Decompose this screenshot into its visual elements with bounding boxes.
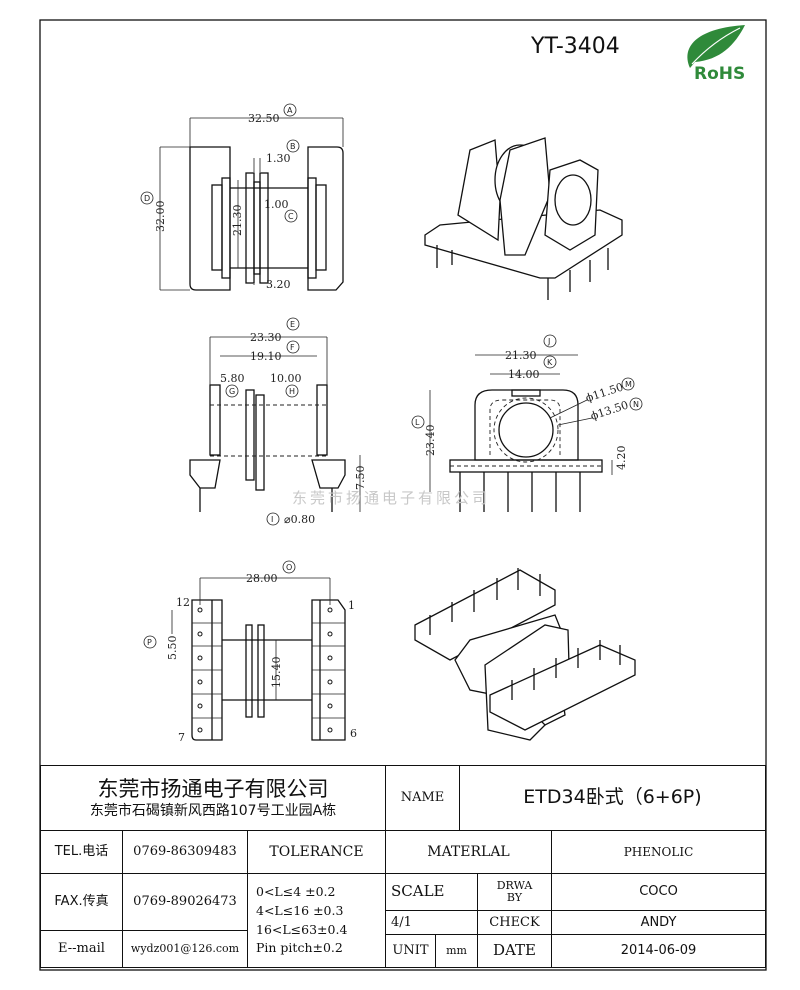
svg-text:1: 1 [348, 599, 355, 612]
material-value: PHENOLIC [551, 830, 766, 874]
svg-text:15.40: 15.40 [270, 657, 283, 689]
svg-text:32.00: 32.00 [154, 201, 167, 233]
material-label: MATERLAL [385, 830, 552, 874]
part-number: YT-3404 [531, 34, 620, 59]
tel-value: 0769-86309483 [122, 830, 248, 874]
name-value: ETD34卧式（6+6P) [459, 765, 766, 831]
svg-text:RoHS: RoHS [694, 64, 745, 84]
company-address: 东莞市石碣镇新风西路107号工业园A栋 [89, 802, 337, 819]
svg-text:28.00: 28.00 [246, 572, 278, 585]
tolerance-row: 4<L≤16 ±0.3 [256, 902, 344, 918]
svg-text:P: P [147, 638, 152, 647]
check-label: CHECK [477, 910, 552, 935]
fax-value: 0769-89026473 [122, 873, 248, 931]
svg-text:5.80: 5.80 [220, 372, 245, 385]
svg-text:G: G [229, 387, 235, 396]
tolerance-row: Pin pitch±0.2 [256, 940, 343, 956]
fax-label: FAX.传真 [40, 873, 123, 931]
svg-text:O: O [286, 563, 292, 572]
svg-text:M: M [625, 380, 632, 389]
svg-text:6: 6 [350, 727, 357, 740]
tolerance-values: 0<L≤4 ±0.2 4<L≤16 ±0.3 16<L≤63±0.4 Pin p… [247, 873, 386, 968]
tolerance-row: 16<L≤63±0.4 [256, 921, 348, 937]
unit-label: UNIT [385, 934, 436, 968]
check-value: ANDY [551, 910, 766, 935]
svg-text:K: K [547, 358, 553, 367]
isometric-view-bottom [414, 568, 636, 741]
scale-label: SCALE [385, 873, 478, 911]
svg-text:B: B [290, 142, 296, 151]
svg-text:23.40: 23.40 [424, 425, 437, 457]
tolerance-label: TOLERANCE [247, 830, 386, 874]
svg-text:⌀0.80: ⌀0.80 [284, 513, 315, 526]
svg-text:J: J [547, 337, 550, 346]
company-cell: 东莞市扬通电子有限公司 东莞市石碣镇新风西路107号工业园A栋 [40, 765, 386, 831]
bottom-view: 28.00 O 5.50 P 15.40 12 1 7 6 [143, 560, 357, 744]
svg-text:10.00: 10.00 [270, 372, 302, 385]
svg-text:12: 12 [176, 596, 190, 609]
drawn-by-label: DRWA BY [477, 873, 552, 911]
svg-text:F: F [290, 343, 295, 352]
svg-text:21.30: 21.30 [231, 205, 244, 237]
side-view: 21.30 J 14.00 K 23.40 L ϕ11.50 M ϕ13.50 … [411, 334, 643, 512]
svg-text:1.00: 1.00 [264, 198, 289, 211]
date-value: 2014-06-09 [551, 934, 766, 968]
tolerance-row: 0<L≤4 ±0.2 [256, 884, 336, 899]
svg-text:N: N [633, 400, 639, 409]
svg-text:5.50: 5.50 [166, 636, 179, 661]
svg-text:14.00: 14.00 [508, 368, 540, 381]
svg-text:3.20: 3.20 [266, 278, 291, 291]
svg-text:C: C [288, 212, 294, 221]
svg-text:7: 7 [178, 731, 185, 744]
svg-text:H: H [289, 387, 295, 396]
front-view: 23.30 E 19.10 F 5.80 G 10.00 H 7.50 I ⌀0… [189, 317, 367, 526]
drawn-by-value: COCO [551, 873, 766, 911]
svg-text:21.30: 21.30 [505, 349, 537, 362]
name-label: NAME [385, 765, 460, 831]
rohs-logo: RoHS [687, 25, 745, 84]
svg-text:7.50: 7.50 [354, 466, 367, 491]
svg-text:32.50: 32.50 [248, 112, 280, 125]
svg-text:4.20: 4.20 [615, 446, 628, 471]
watermark: 东莞市扬通电子有限公司 [292, 489, 490, 507]
isometric-view-top [424, 137, 623, 300]
svg-text:D: D [144, 194, 150, 203]
svg-text:19.10: 19.10 [250, 350, 282, 363]
svg-text:A: A [287, 106, 293, 115]
sheet-border [39, 19, 767, 971]
unit-value: mm [435, 934, 478, 968]
email-label: E--mail [40, 930, 123, 968]
date-label: DATE [477, 934, 552, 968]
scale-value: 4/1 [385, 910, 478, 935]
top-view: 32.50 A B 1.30 1.00 C 32.00 D 21.30 3.20 [140, 103, 344, 291]
svg-text:L: L [415, 418, 420, 427]
company-name: 东莞市扬通电子有限公司 [97, 776, 329, 801]
tel-label: TEL.电话 [40, 830, 123, 874]
email-value: wydz001@126.com [122, 930, 248, 968]
svg-text:I: I [271, 515, 273, 524]
svg-text:1.30: 1.30 [266, 152, 291, 165]
svg-text:23.30: 23.30 [250, 331, 282, 344]
svg-text:E: E [290, 320, 295, 329]
